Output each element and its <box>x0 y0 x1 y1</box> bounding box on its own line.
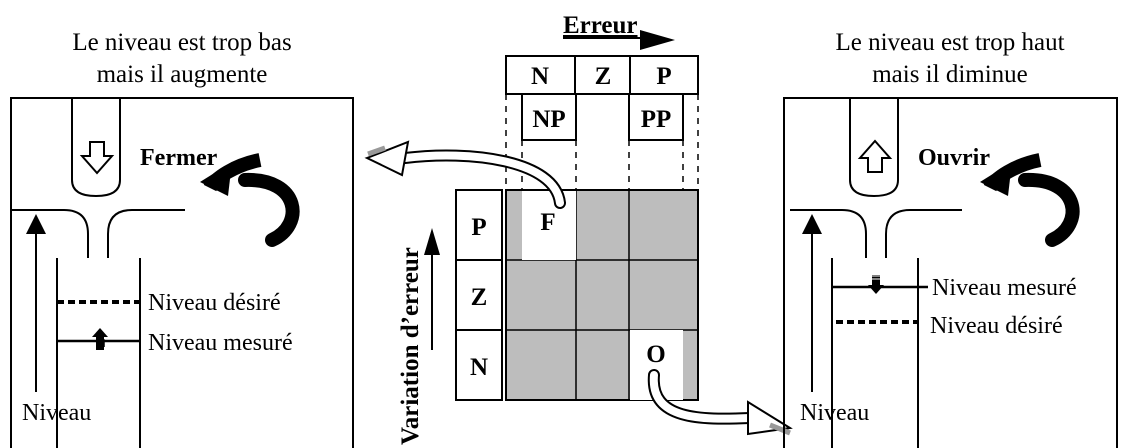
cell-fermer <box>522 191 576 260</box>
right-pipe-left <box>790 209 867 258</box>
column-N: N <box>531 63 549 90</box>
column-Z: Z <box>595 63 612 90</box>
subcolumn-NP: NP <box>532 106 565 133</box>
right-caption-line2: mais il diminue <box>872 61 1028 88</box>
left-valve-body <box>71 98 121 198</box>
curved-arrow-to-ouvrir <box>647 369 793 436</box>
matrix-row-header <box>455 189 503 401</box>
row-P: P <box>471 214 486 241</box>
row-Z: Z <box>471 284 488 311</box>
left-panel: Le niveau est trop bas mais il augmente … <box>10 29 354 448</box>
right-caption-line1: Le niveau est trop haut <box>835 29 1064 56</box>
left-axis-label: Niveau <box>22 400 91 426</box>
right-measured-label: Niveau mesuré <box>932 275 1077 301</box>
arrow-up-icon <box>857 139 893 173</box>
row-N: N <box>470 354 488 381</box>
right-valve-body <box>849 98 899 198</box>
right-axis-label: Niveau <box>800 400 869 426</box>
subcolumn-PP-box <box>628 93 684 141</box>
subcolumn-PP: PP <box>641 106 672 133</box>
right-action-label: Ouvrir <box>918 145 990 171</box>
matrix-y-arrow <box>424 228 440 255</box>
column-P: P <box>656 63 671 90</box>
matrix-y-title: Variation d’erreur <box>397 247 424 445</box>
arrow-down-icon <box>79 141 115 175</box>
left-caption-line1: Le niveau est trop bas <box>72 29 291 56</box>
right-frame <box>783 97 1118 448</box>
left-frame <box>10 97 354 448</box>
left-caption-line2: mais il augmente <box>97 61 268 88</box>
subcolumn-NP-box <box>521 93 577 141</box>
right-pipe-right <box>885 209 962 258</box>
left-action-label: Fermer <box>140 145 218 171</box>
right-measured-down-arrow <box>868 275 884 294</box>
curved-arrow-to-fermer <box>364 140 566 209</box>
matrix-x-arrow <box>640 30 675 50</box>
cell-ouvrir-label: O <box>646 341 665 368</box>
left-measured-label: Niveau mesuré <box>148 330 293 356</box>
matrix-x-title: Erreur <box>563 12 638 39</box>
left-desired-label: Niveau désiré <box>148 290 281 316</box>
right-panel: Le niveau est trop haut mais il diminue … <box>783 29 1118 448</box>
right-desired-label: Niveau désiré <box>930 313 1063 339</box>
left-measured-up-arrow <box>92 328 108 350</box>
rule-matrix: Erreur N Z P NP PP F O <box>397 12 699 445</box>
matrix-column-header <box>505 55 699 95</box>
left-pipe-right <box>107 209 185 258</box>
left-pipe-left <box>11 209 89 258</box>
cell-fermer-label: F <box>540 209 555 236</box>
